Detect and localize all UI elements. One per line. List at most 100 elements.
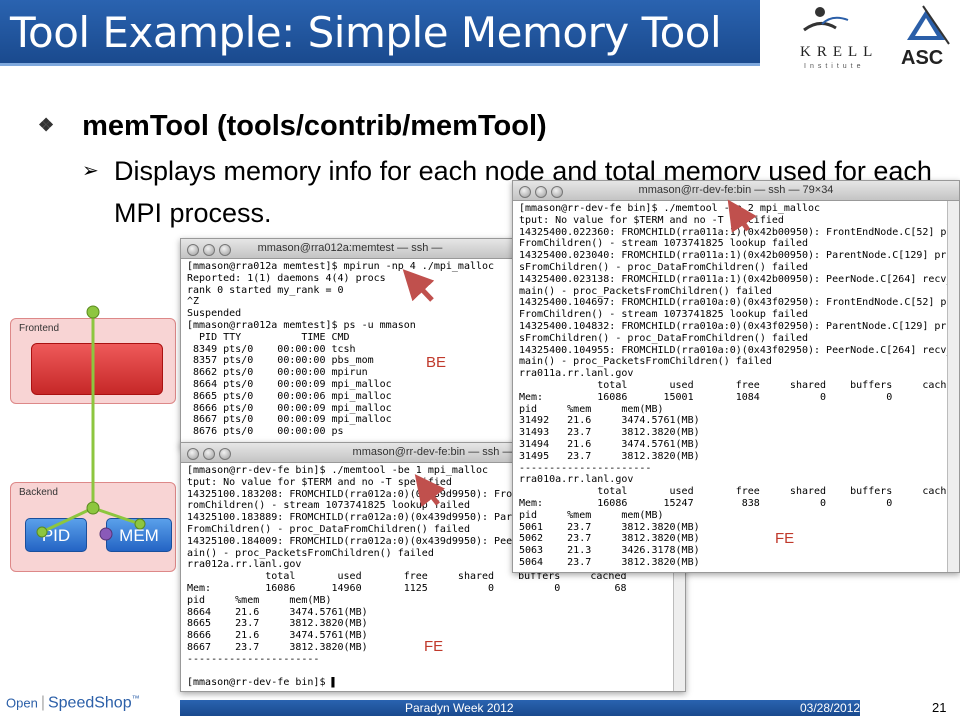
logo-speedshop: SpeedShop [47, 694, 132, 712]
terminal-line: [mmason@rra012a memtest]$ mpirun -np 4 .… [187, 261, 495, 272]
terminal-line: 5063 21.3 3426.3178(MB) [519, 545, 700, 557]
terminal-line: sFromChildren() - proc_DataFromChildren(… [519, 261, 808, 273]
terminal-line: 5064 23.7 3812.3820(MB) [519, 556, 700, 568]
terminal-line: tput: No value for $TERM and no -T speci… [519, 214, 784, 226]
close-window-button[interactable] [187, 448, 199, 460]
fe-label-bottom: FE [424, 638, 444, 655]
window-controls[interactable] [187, 447, 235, 465]
close-window-button[interactable] [519, 186, 531, 198]
openspeedshop-logo: Open|SpeedShop™ [6, 694, 140, 712]
terminal-line: 14325400.104832: FROMCHILD(rra010a:0)(0x… [519, 320, 953, 332]
connector-lines [36, 305, 146, 541]
terminal-line: pid %mem mem(MB) [187, 594, 332, 606]
link-endpoint [99, 527, 113, 541]
terminal-window-memtool-be2[interactable]: mmason@rr-dev-fe:bin — ssh — 79×34 [mmas… [512, 180, 960, 573]
bullet-memtool-text: memTool (tools/contrib/memTool) [82, 110, 547, 142]
terminal-line [187, 666, 679, 678]
footer-date: 03/28/2012 [800, 701, 861, 715]
terminal-line: 8665 23.7 3812.3820(MB) [187, 618, 368, 630]
terminal-line: FromChildren() - stream 1073741825 looku… [519, 309, 808, 321]
terminal-line: 14325100.184009: FROMCHILD(rra012a:0)(0x… [187, 535, 513, 547]
window-controls[interactable] [519, 185, 567, 203]
page-number: 21 [932, 700, 947, 715]
terminal-line: rra010a.rr.lanl.gov [519, 474, 634, 486]
terminal-line: ---------------------- [519, 569, 953, 572]
terminal-line: total used free shared buffers cached [519, 486, 953, 498]
terminal-titlebar[interactable]: mmason@rr-dev-fe:bin — ssh — 79×34 [513, 181, 959, 201]
asc-logo: ASC [901, 5, 950, 69]
zoom-window-button[interactable] [551, 186, 563, 198]
terminal-line: romChildren() - stream 1073741825 lookup… [187, 500, 470, 512]
terminal-line: FromChildren() - stream 1073741825 looku… [519, 238, 808, 250]
terminal-line: Mem: 16086 14960 1125 0 0 68 [187, 582, 627, 594]
zoom-window-button[interactable] [219, 244, 231, 256]
minimize-window-button[interactable] [203, 448, 215, 460]
terminal-line: total used free shared buffers cached [519, 379, 953, 391]
krell-logo: KRELL Institute [800, 7, 872, 70]
terminal-line: 8667 pts/0 00:00:09 mpi_malloc [187, 414, 392, 426]
footer-bar [180, 700, 860, 716]
terminal-line: Mem: 16086 15001 1084 0 0 99 [519, 391, 953, 403]
terminal-line: 14325400.022360: FROMCHILD(rra011a:1)(0x… [519, 226, 953, 238]
terminal-output[interactable]: [mmason@rr-dev-fe bin]$ ./memtool -be 2 … [513, 201, 959, 572]
terminal-titlebar[interactable]: mmason@rra012a:memtest — ssh — [181, 239, 519, 259]
terminal-line: 8666 21.6 3474.5761(MB) [187, 630, 368, 642]
terminal-line: 8666 pts/0 00:00:09 mpi_malloc [187, 402, 392, 414]
logo-tm: ™ [131, 694, 140, 703]
terminal-line: 8664 21.6 3474.5761(MB) [187, 606, 368, 618]
terminal-line: total used free shared buffers cached [187, 571, 627, 583]
terminal-line: 31494 21.6 3474.5761(MB) [519, 438, 700, 450]
pid-endpoint [36, 526, 48, 538]
terminal-line: 31495 23.7 3812.3820(MB) [519, 450, 700, 462]
terminal-line: [mmason@rr-dev-fe bin]$ ▌ [187, 677, 338, 689]
terminal-line: main() - proc_PacketsFromChildren() fail… [519, 285, 772, 297]
zoom-window-button[interactable] [219, 448, 231, 460]
terminal-line: 14325400.023138: FROMCHILD(rra011a:1)(0x… [519, 273, 953, 285]
terminal-line: 8664 pts/0 00:00:09 mpi_malloc [187, 378, 392, 390]
backend-label: Backend [19, 487, 58, 498]
minimize-window-button[interactable] [203, 244, 215, 256]
window-controls[interactable] [187, 243, 235, 261]
terminal-line: 8662 pts/0 00:00:00 mpirun [187, 367, 368, 379]
minimize-window-button[interactable] [535, 186, 547, 198]
terminal-line: pid %mem mem(MB) [519, 403, 664, 415]
terminal-line: 8357 pts/0 00:00:00 pbs_mom [187, 355, 374, 367]
terminal-line: [mmason@rr-dev-fe bin]$ ./memtool -be 1 … [187, 465, 489, 476]
frontend-node [31, 343, 163, 395]
mem-endpoint [134, 518, 146, 530]
terminal-line: rra011a.rr.lanl.gov [519, 368, 634, 380]
logo-open: Open [6, 695, 38, 711]
terminal-line: sFromChildren() - proc_DataFromChildren(… [519, 332, 808, 344]
terminal-window-rra012a[interactable]: mmason@rra012a:memtest — ssh — [mmason@r… [180, 238, 520, 448]
terminal-line: PID TTY TIME CMD [187, 331, 350, 343]
terminal-line: 8349 pts/0 00:00:00 tcsh [187, 343, 356, 355]
terminal-line: ^Z [187, 296, 200, 308]
terminal-line: FromChildren() - proc_DataFromChildren()… [187, 523, 470, 535]
be-label: BE [426, 354, 447, 371]
terminal-output[interactable]: [mmason@rr-dev-fe bin]$ ./memtool -be 1 … [181, 463, 685, 691]
terminal-line: 8667 23.7 3812.3820(MB) [187, 641, 368, 653]
terminal-scrollbar[interactable] [947, 201, 959, 572]
asc-logo-text: ASC [901, 47, 943, 69]
mem-connector [92, 506, 141, 526]
terminal-line: 5061 23.7 3812.3820(MB) [519, 521, 700, 533]
title-bar: Tool Example: Simple Memory Tool [0, 0, 760, 66]
terminal-line: ---------------------- [187, 653, 320, 665]
terminal-line: 14325100.183889: FROMCHILD(rra012a:0)(0x… [187, 512, 513, 524]
close-window-button[interactable] [187, 244, 199, 256]
terminal-line: pid %mem mem(MB) [519, 509, 664, 521]
terminal-line: rank 0 started my_rank = 0 [187, 284, 344, 296]
terminal-line: 5062 23.7 3812.3820(MB) [519, 533, 700, 545]
diamond-bullet-icon: ❖ [38, 115, 55, 135]
terminal-line: 14325400.104955: FROMCHILD(rra010a:0)(0x… [519, 344, 953, 356]
terminal-output[interactable]: [mmason@rra012a memtest]$ mpirun -np 4 .… [181, 259, 519, 440]
terminal-line: ain() - proc_PacketsFromChildren() faile… [187, 547, 434, 559]
backend-panel: Backend PID MEM [10, 482, 176, 572]
fe-label-right: FE [775, 530, 795, 547]
terminal-line: 14325400.104697: FROMCHILD(rra010a:0)(0x… [519, 297, 953, 309]
terminal-title: mmason@rr-dev-fe:bin — ssh — 79×34 [638, 184, 834, 196]
terminal-line: Reported: 1(1) daemons 4(4) procs [187, 272, 386, 284]
terminal-line: 31492 21.6 3474.5761(MB) [519, 415, 700, 427]
pid-connector [41, 506, 94, 534]
terminal-title: mmason@rr-dev-fe:bin — ssh — [352, 446, 514, 458]
